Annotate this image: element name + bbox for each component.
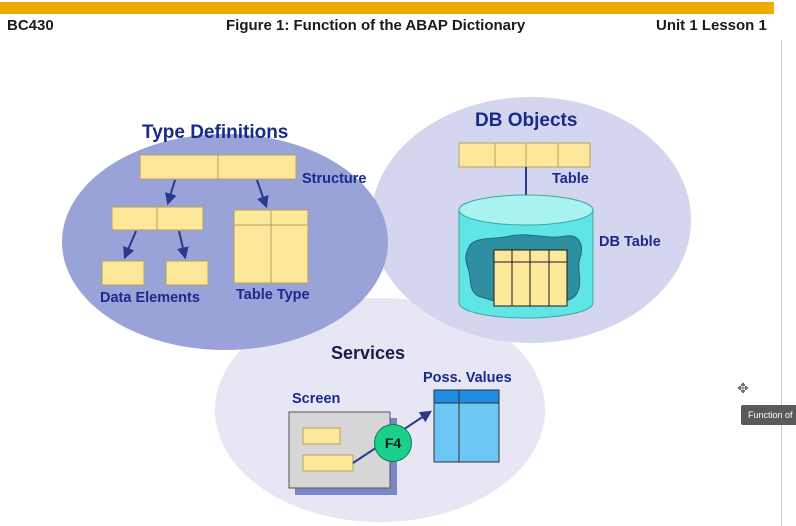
structure-to-table-type-arrow bbox=[256, 179, 269, 209]
screen-label: Screen bbox=[292, 391, 341, 407]
table-type-box bbox=[233, 209, 309, 284]
db-table-boxes bbox=[458, 142, 591, 168]
data-elements-label: Data Elements bbox=[100, 290, 200, 306]
db-objects-title: DB Objects bbox=[475, 110, 578, 131]
element-to-data-element-arrow-1 bbox=[123, 230, 137, 260]
structure-label: Structure bbox=[302, 171, 367, 187]
type-definitions-title: Type Definitions bbox=[142, 122, 289, 143]
course-code: BC430 bbox=[7, 17, 54, 34]
table-label: Table bbox=[552, 171, 589, 187]
db-table-label: DB Table bbox=[599, 234, 661, 250]
services-title: Services bbox=[331, 343, 406, 363]
element-pair-boxes bbox=[111, 206, 204, 231]
figure-title: Figure 1: Function of the ABAP Dictionar… bbox=[226, 17, 526, 34]
structure-to-element-arrow bbox=[165, 179, 177, 206]
element-to-data-element-arrow-2 bbox=[176, 230, 189, 260]
f4-key-badge: F4 bbox=[374, 424, 412, 462]
table-type-label: Table Type bbox=[236, 287, 310, 303]
tooltip: Function of bbox=[741, 405, 796, 425]
possible-values-list bbox=[433, 389, 500, 463]
unit-lesson: Unit 1 Lesson 1 bbox=[656, 17, 767, 34]
viewer-edge-divider bbox=[781, 40, 782, 526]
possible-values-label: Poss. Values bbox=[423, 370, 512, 386]
data-element-boxes bbox=[101, 260, 209, 286]
structure-boxes bbox=[139, 154, 297, 180]
type-definitions-ellipse bbox=[62, 134, 388, 350]
db-cylinder bbox=[458, 194, 594, 319]
move-cursor-icon: ✥ bbox=[737, 380, 749, 396]
header-accent-bar bbox=[0, 2, 774, 14]
